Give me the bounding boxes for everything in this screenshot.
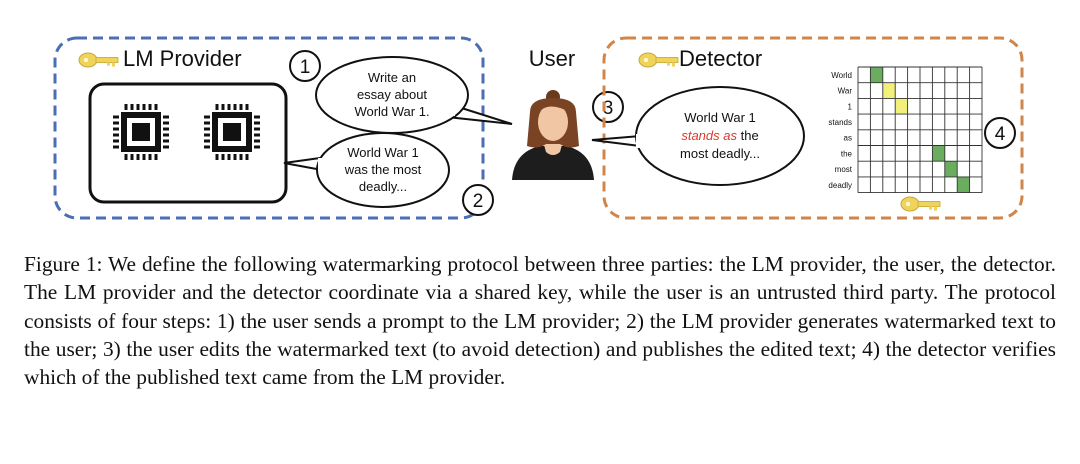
svg-text:World War 1.: World War 1. <box>354 104 429 119</box>
chips-box <box>88 82 288 204</box>
grid-row-label: most <box>835 165 853 174</box>
step-4-badge: 4 <box>984 117 1016 149</box>
grid-row-label: the <box>841 149 853 158</box>
detector-title: Detector <box>679 46 762 71</box>
key-icon <box>638 52 679 68</box>
edited-bubble: World War 1 stands as the most deadly... <box>591 86 805 186</box>
chip-icon <box>204 104 260 160</box>
grid-row-label: War <box>838 87 853 96</box>
svg-text:deadly...: deadly... <box>359 179 407 194</box>
grid-row-label: stands <box>828 118 852 127</box>
user-title: User <box>529 46 575 71</box>
grid-highlight-cell <box>932 145 945 162</box>
svg-text:most deadly...: most deadly... <box>680 146 760 161</box>
svg-text:3: 3 <box>603 98 614 119</box>
svg-text:2: 2 <box>473 191 484 212</box>
grid-row-label: 1 <box>848 102 853 111</box>
key-icon <box>900 196 941 212</box>
step-2-badge: 2 <box>462 184 494 216</box>
grid-row-label: as <box>844 134 852 143</box>
grid-highlight-cell <box>870 67 883 83</box>
grid-row-label: deadly <box>828 181 852 190</box>
grid-row-label: World <box>831 71 852 80</box>
provider-panel <box>53 36 485 220</box>
step-3-badge: 3 <box>592 91 624 123</box>
svg-text:stands as the: stands as the <box>681 128 758 143</box>
svg-text:4: 4 <box>995 124 1006 145</box>
key-icon <box>78 52 119 68</box>
grid-highlight-cell <box>957 176 970 193</box>
provider-title: LM Provider <box>123 46 242 71</box>
svg-text:Write an: Write an <box>368 70 416 85</box>
svg-text:World War 1: World War 1 <box>347 145 419 160</box>
protocol-figure: LM Provider 1 Write an essay about World… <box>53 36 1024 220</box>
figure-caption: Figure 1: We define the following waterm… <box>24 252 1056 390</box>
user-avatar-icon <box>512 90 594 180</box>
prompt-bubble: Write an essay about World War 1. <box>315 56 513 134</box>
output-bubble: World War 1 was the most deadly... <box>283 132 450 208</box>
svg-text:World War 1: World War 1 <box>684 110 756 125</box>
svg-text:1: 1 <box>300 57 311 78</box>
svg-text:was the most: was the most <box>344 162 422 177</box>
grid-highlight-cell <box>882 82 896 99</box>
step-1-badge: 1 <box>289 50 321 82</box>
svg-text:essay about: essay about <box>357 87 427 102</box>
grid-highlight-cell <box>895 98 908 115</box>
grid-highlight-cell <box>944 161 958 177</box>
chip-icon <box>113 104 169 160</box>
